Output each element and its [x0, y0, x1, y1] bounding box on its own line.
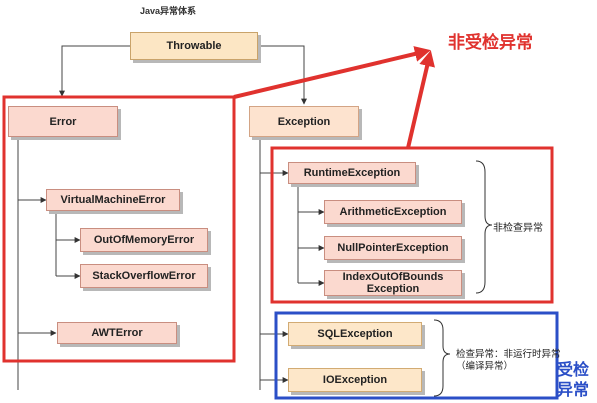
edge-throwable-exception: [258, 45, 307, 105]
red-arrow-from-runtime: [406, 50, 435, 149]
node-virtual-machine-error: VirtualMachineError: [46, 189, 180, 211]
label-checked-note-line1: 检查异常：非运行时异常: [456, 349, 561, 360]
error-region-box: [2, 95, 236, 363]
node-exception: Exception: [249, 106, 359, 137]
node-index-out-of-bounds-line2: Exception: [366, 283, 420, 295]
node-sql-exception: SQLException: [288, 322, 422, 346]
node-arithmetic-exception: ArithmeticException: [324, 200, 462, 224]
checked-region-box: [274, 311, 559, 400]
node-index-out-of-bounds-exception: IndexOutOfBounds Exception: [324, 270, 462, 296]
node-null-pointer-exception: NullPointerException: [324, 236, 462, 260]
node-error: Error: [8, 106, 118, 137]
node-out-of-memory-error: OutOfMemoryError: [80, 228, 208, 252]
brace-unchecked: [475, 160, 493, 294]
edge-throwable-error: [59, 45, 130, 97]
node-awt-error: AWTError: [57, 322, 177, 344]
node-runtime-exception: RuntimeException: [288, 162, 416, 184]
label-unchecked-small: 非检查异常: [493, 223, 543, 234]
diagram-title: Java异常体系: [140, 6, 197, 16]
node-throwable: Throwable: [130, 32, 258, 60]
label-checked-big-line1: 受检: [557, 362, 590, 379]
label-checked-big-line2: 异常: [557, 382, 590, 399]
node-index-out-of-bounds-line1: IndexOutOfBounds: [342, 271, 444, 283]
node-stack-overflow-error: StackOverflowError: [80, 264, 208, 288]
label-unchecked-big: 非受检异常: [448, 33, 533, 52]
label-checked-note-line2: （编译异常）: [456, 361, 514, 372]
red-arrow-from-error: [233, 46, 431, 99]
runtime-region-box: [270, 146, 554, 304]
brace-checked: [433, 319, 451, 397]
node-io-exception: IOException: [288, 368, 422, 392]
